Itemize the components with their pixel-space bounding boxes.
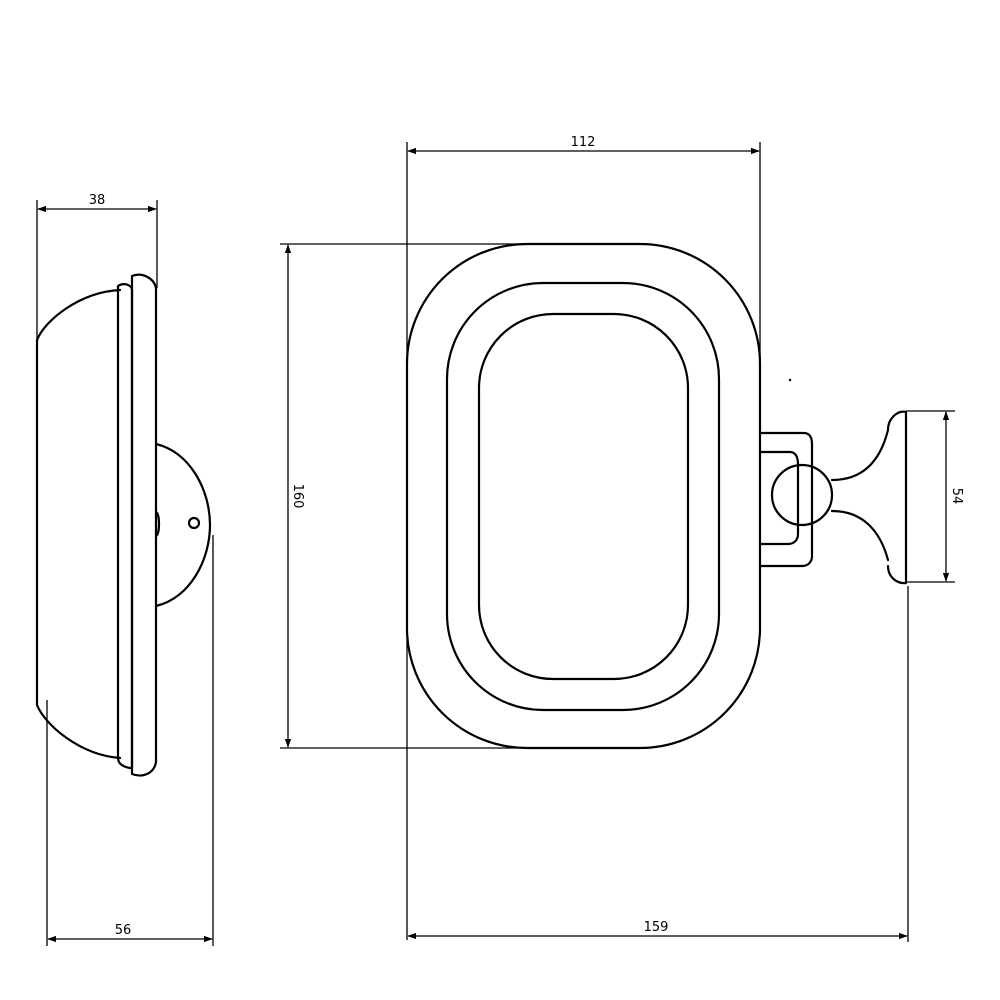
side-view-dimensions: 38 56 [36, 193, 214, 946]
side-view [35, 273, 212, 777]
hinge-knob [770, 463, 834, 527]
dish-outer-outline [405, 242, 762, 750]
front-view-dimensions: 112 160 54 159 [280, 135, 964, 942]
dish-rim-inner-outline [445, 281, 721, 712]
dish-basin-outline [477, 312, 690, 681]
mount-slot [154, 510, 161, 538]
dimension-label-159: 159 [644, 920, 669, 935]
arm-bracket-inner [758, 450, 800, 546]
screw-hole-icon [187, 516, 201, 530]
dimension-label-160: 160 [290, 484, 305, 509]
rim-outer [116, 283, 134, 770]
wall-plate [886, 410, 908, 585]
front-view [405, 242, 908, 750]
rim-back-plate [130, 273, 158, 777]
reference-dot [788, 378, 792, 382]
arm-connector [830, 428, 890, 482]
wall-mount-dome [154, 442, 212, 608]
dimension-label-112: 112 [571, 135, 596, 150]
arm-connector-lower [830, 509, 890, 562]
dimension-label-54: 54 [949, 488, 964, 505]
dish-profile [35, 288, 122, 760]
arm-bracket [758, 431, 814, 568]
dimension-label-38: 38 [89, 193, 106, 208]
dimension-label-56: 56 [115, 923, 132, 938]
